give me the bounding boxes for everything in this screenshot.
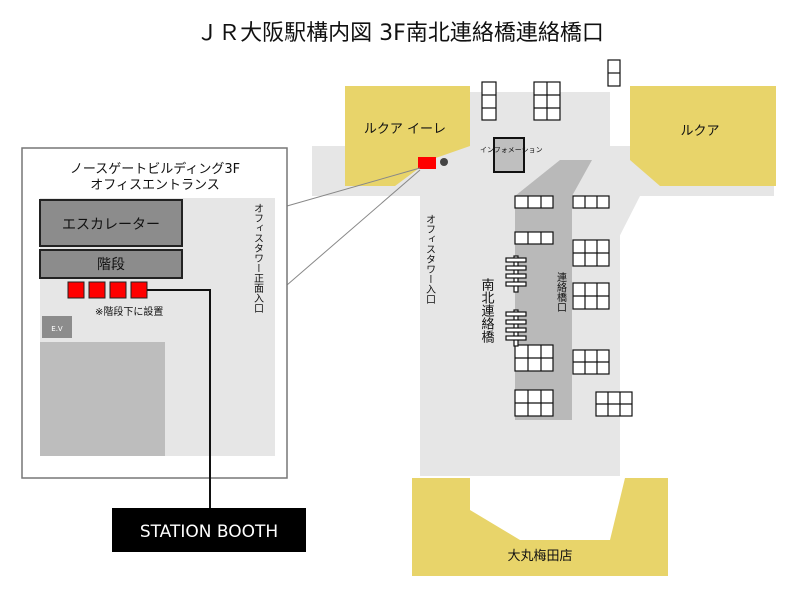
lucua-label: ルクア	[680, 124, 719, 139]
escalator-label: エスカレーター	[62, 217, 160, 233]
booth-connector-line	[147, 289, 211, 512]
page-title: ＪＲ大阪駅構内図 3F南北連絡橋連絡橋口	[196, 21, 604, 46]
seat-grids	[481, 59, 633, 417]
office-tower-entrance-label: オフィスタワー入口	[424, 214, 436, 304]
station-booth-label: STATION BOOTH	[140, 522, 278, 542]
daimaru-building	[412, 478, 668, 576]
gate-label: 連絡橋口	[555, 271, 567, 312]
inset-heading-line2: オフィスエントランス	[90, 178, 219, 193]
booth-marker	[418, 157, 436, 169]
office-tower-entrance-dot	[440, 158, 448, 166]
lucua-1100-building	[345, 86, 470, 186]
inset-block	[40, 342, 165, 456]
bridge-label: 南北連絡橋	[479, 277, 495, 344]
elevator	[42, 316, 72, 338]
lucua-1100-label: ルクア イーレ	[364, 122, 446, 137]
lucua-building	[630, 86, 776, 186]
stairs-label: 階段	[97, 257, 125, 273]
booth-units	[67, 281, 148, 299]
information-label: インフォメーション	[480, 146, 543, 154]
elevator-label: E.V	[51, 325, 63, 333]
inset-panel: ノースゲートビルディング3F オフィスエントランス エスカレーター 階段 ※階段…	[21, 147, 288, 479]
station-booth-box	[112, 508, 306, 552]
ticket-gates	[505, 255, 527, 347]
map-area: ルクア イーレ オフィスタワー入口 ルクア インフォメーション	[312, 59, 776, 576]
inset-heading-line1: ノースゲートビルディング3F	[70, 161, 240, 177]
escalator	[39, 199, 183, 247]
daimaru-label: 大丸梅田店	[507, 549, 572, 564]
inset-note: ※階段下に設置	[95, 305, 163, 318]
zoom-line-top	[286, 167, 421, 207]
zoom-line-bottom	[286, 169, 421, 286]
information-box	[493, 137, 525, 173]
front-entrance-label: オフィスタワー正面入口	[252, 203, 264, 313]
stairs	[39, 249, 183, 279]
